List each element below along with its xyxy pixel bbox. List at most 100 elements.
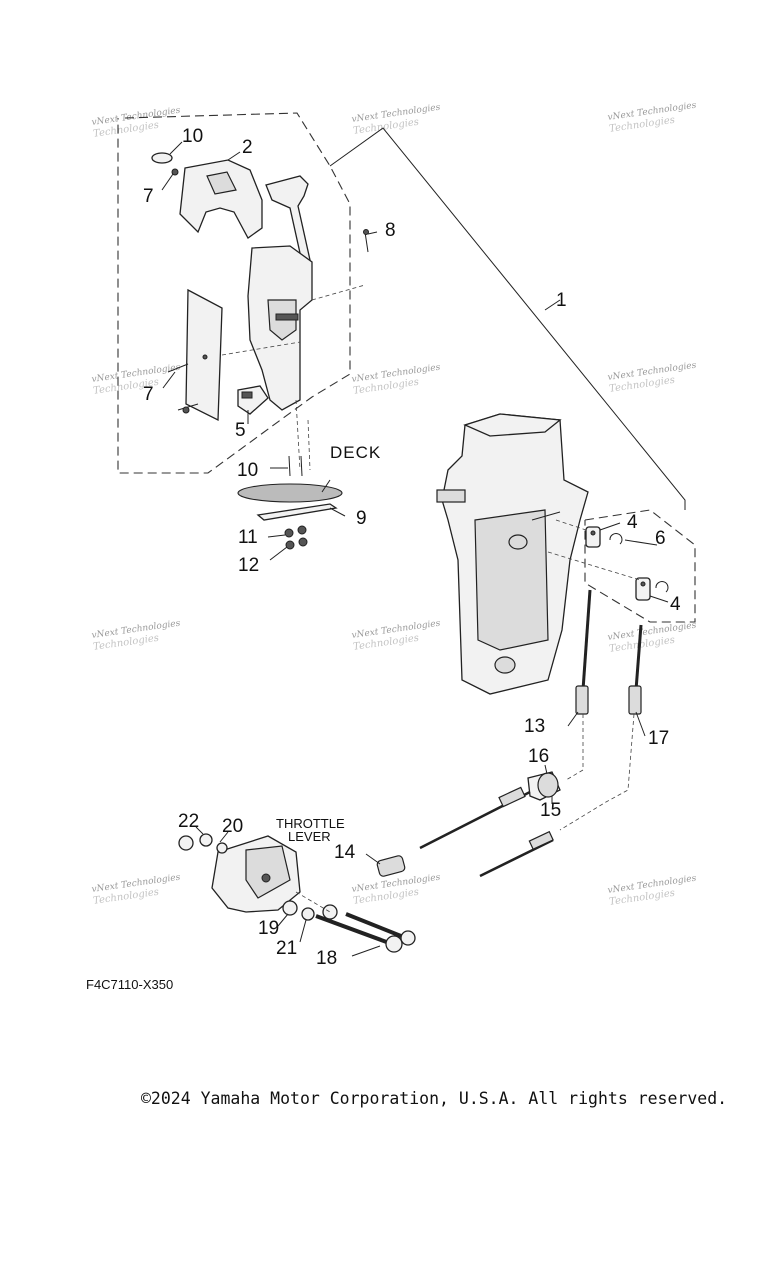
bolt-part-10b bbox=[300, 455, 303, 477]
control-assembly bbox=[151, 152, 369, 471]
part-number-2: 2 bbox=[242, 137, 253, 158]
screw-part-7b bbox=[177, 403, 199, 411]
deck-parts bbox=[237, 455, 343, 550]
joint-part-4-lower bbox=[635, 577, 651, 601]
part-number-18: 18 bbox=[316, 948, 337, 969]
washer-part-21a bbox=[301, 907, 315, 921]
housing-tab bbox=[436, 489, 466, 503]
washer-part-20b bbox=[216, 842, 228, 854]
cover-window bbox=[206, 171, 237, 195]
cable-part-13-rod bbox=[581, 589, 592, 691]
part-number-3: 10 bbox=[182, 126, 203, 147]
deck-plate bbox=[237, 483, 343, 503]
link-parts bbox=[547, 519, 669, 601]
bolt-head-18a bbox=[385, 935, 403, 953]
housing-inner-panel bbox=[474, 509, 549, 651]
clip-part-6-lower bbox=[655, 581, 669, 593]
gasket-part-9 bbox=[256, 503, 338, 521]
washer-part-19 bbox=[282, 900, 298, 916]
part-1-bracket-line bbox=[329, 127, 686, 510]
housing-boss bbox=[508, 534, 528, 550]
throttle-bracket-face bbox=[245, 845, 291, 899]
part-number-16: 16 bbox=[528, 746, 549, 767]
part-number-12: 12 bbox=[238, 555, 259, 576]
nut-part-12a bbox=[285, 540, 295, 550]
alignment-line bbox=[547, 551, 641, 581]
washer-part-21b bbox=[322, 904, 338, 920]
throttle-label-line2: LEVER bbox=[288, 829, 331, 844]
part-number-6: 6 bbox=[655, 528, 666, 549]
cable-part-17-end bbox=[628, 685, 642, 715]
bolt-head-18b bbox=[400, 930, 416, 946]
joint-hole bbox=[640, 581, 646, 587]
group-outlines bbox=[117, 112, 696, 623]
link-assembly-outline bbox=[584, 509, 696, 623]
housing-top bbox=[463, 413, 562, 437]
bolt-part-10a bbox=[288, 455, 291, 477]
screw-head bbox=[182, 406, 190, 414]
bolt-part-18b bbox=[345, 912, 407, 940]
nut-part-12b bbox=[298, 537, 308, 547]
copyright-notice: ©2024 Yamaha Motor Corporation, U.S.A. A… bbox=[141, 1089, 728, 1108]
cable-part-13-end bbox=[575, 685, 589, 715]
cable-route bbox=[559, 713, 635, 831]
washer-part-11a bbox=[284, 528, 294, 538]
alignment-line bbox=[295, 399, 301, 471]
plate-hole bbox=[202, 354, 208, 360]
nut-part-7 bbox=[171, 168, 179, 176]
part-number-20: 20 bbox=[222, 816, 243, 837]
part-number-1: 1 bbox=[556, 290, 567, 311]
linkage bbox=[376, 771, 561, 878]
nut-part-22 bbox=[178, 835, 194, 851]
housing bbox=[436, 413, 589, 695]
bracket-slot bbox=[241, 391, 253, 399]
part-number-11: 11 bbox=[238, 527, 258, 548]
cable-part-17-rod bbox=[634, 624, 643, 691]
part-number-10: 10 bbox=[237, 460, 258, 481]
part-number-7: 7 bbox=[143, 186, 154, 207]
part-number-21: 21 bbox=[276, 938, 297, 959]
part-number-8: 8 bbox=[385, 220, 396, 241]
pin-head-part-8 bbox=[363, 229, 369, 235]
part-number-5: 5 bbox=[235, 420, 246, 441]
ring-part-3 bbox=[151, 152, 173, 164]
cable-route bbox=[565, 714, 584, 781]
joint-part-4-upper bbox=[585, 526, 601, 548]
screw-part-7a bbox=[167, 363, 189, 373]
part-number-7b: 7 bbox=[143, 384, 154, 405]
throttle-label-line1: THROTTLE bbox=[276, 816, 345, 831]
clip-part-6-upper bbox=[609, 533, 623, 545]
throttle-assembly bbox=[178, 833, 416, 953]
cover-part-2 bbox=[179, 159, 263, 239]
washer-part-11b bbox=[297, 525, 307, 535]
alignment-line bbox=[307, 419, 311, 471]
cables bbox=[559, 589, 643, 831]
part-number-4: 4 bbox=[627, 512, 638, 533]
pin-part-8 bbox=[364, 231, 369, 253]
part-number-15: 15 bbox=[540, 800, 561, 821]
part-number-17: 17 bbox=[648, 728, 669, 749]
part-numbers: 10 2 7 8 1 7 5 10 DECK 9 11 12 4 6 4 13 … bbox=[143, 126, 681, 969]
upper-assembly-outline bbox=[117, 112, 351, 474]
part-number-14: 14 bbox=[334, 842, 356, 863]
adjuster-nut-16 bbox=[537, 772, 559, 798]
bolt-part-18a bbox=[315, 914, 393, 946]
diagram-code: F4C7110-X350 bbox=[86, 977, 174, 992]
end-fitting-part-14 bbox=[376, 855, 406, 877]
alignment-line bbox=[221, 341, 301, 356]
alignment-line bbox=[555, 519, 587, 531]
alignment-line bbox=[311, 284, 366, 301]
joint-hole bbox=[590, 530, 596, 536]
part-number-9: 9 bbox=[356, 508, 367, 529]
